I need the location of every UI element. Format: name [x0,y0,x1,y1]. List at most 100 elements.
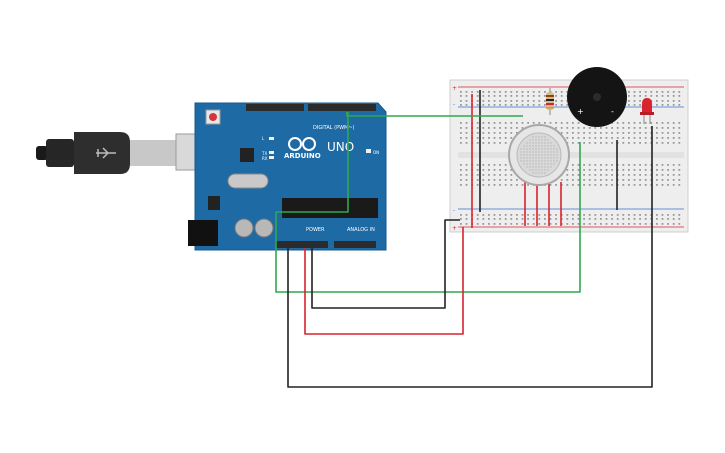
breadboard-hole [667,122,669,124]
breadboard-hole [499,223,501,225]
breadboard-hole [544,214,546,216]
breadboard-hole [600,169,602,171]
digital-header-left [246,104,304,111]
breadboard-hole [667,223,669,225]
breadboard-hole [482,179,485,181]
mesh-dot [535,145,537,147]
breadboard-hole [672,132,675,134]
mesh-dot [535,142,537,144]
breadboard-hole [633,214,636,216]
breadboard-hole [465,218,468,220]
breadboard-hole [672,127,675,129]
arduino-brand-label: ARDUINO [284,152,321,160]
breadboard-hole [633,169,636,171]
breadboard-hole [460,179,462,181]
breadboard-hole [622,214,625,216]
mesh-dot [553,160,555,162]
breadboard-hole [639,95,641,97]
usb-cable[interactable] [36,132,199,174]
breadboard-hole [628,169,630,171]
breadboard-hole [566,91,569,93]
breadboard-hole [482,169,485,171]
breadboard-hole [544,122,546,124]
breadboard-hole [656,184,658,186]
mesh-dot [529,142,531,144]
breadboard-hole [516,218,518,220]
breadboard-hole [678,174,681,176]
mesh-dot [532,163,534,165]
breadboard-hole [633,127,636,129]
breadboard-hole [566,174,569,176]
breadboard-hole [678,104,681,106]
breadboard-hole [510,132,513,134]
mesh-dot [550,163,552,165]
piezo-buzzer[interactable]: + - [567,67,627,127]
breadboard-hole [482,142,485,144]
breadboard-hole [622,184,625,186]
tx-led [269,151,274,154]
mesh-dot [550,166,552,168]
breadboard-hole [465,214,468,216]
arduino-uno-board[interactable]: ARDUINO UNO DIGITAL (PWM~) POWER ANALOG … [188,102,387,251]
breadboard-hole [572,179,574,181]
breadboard-hole [628,184,630,186]
breadboard-hole [672,122,675,124]
breadboard-hole [588,174,591,176]
mesh-dot [544,172,546,174]
breadboard-hole [622,137,625,139]
breadboard-hole [521,218,524,220]
breadboard-hole [611,132,613,134]
breadboard-hole [566,223,569,225]
breadboard-hole [549,122,552,124]
breadboard-hole [572,223,574,225]
tx-led-label: TX [261,151,267,156]
mesh-dot [547,145,549,147]
breadboard-hole [577,174,580,176]
breadboard-hole [465,104,468,106]
breadboard-hole [504,137,507,139]
breadboard-hole [594,184,597,186]
breadboard-hole [661,91,664,93]
usb-icon [96,147,116,159]
breadboard-hole [549,223,552,225]
breadboard-hole [476,142,479,144]
breadboard-hole [672,100,675,102]
breadboard-hole [488,184,490,186]
breadboard-hole [605,179,608,181]
breadboard-hole [667,132,669,134]
mesh-dot [538,157,540,159]
breadboard-hole [644,132,647,134]
breadboard-hole [605,164,608,166]
mesh-dot [532,166,534,168]
breadboard-hole [672,169,675,171]
breadboard-hole [544,218,546,220]
breadboard-hole [499,137,501,139]
mesh-dot [547,157,549,159]
breadboard-hole [493,142,496,144]
breadboard-hole [566,127,569,129]
breadboard-hole [628,137,630,139]
breadboard-hole [493,137,496,139]
breadboard-hole [583,174,585,176]
breadboard-hole [482,127,485,129]
red-led[interactable] [640,98,654,124]
breadboard-hole [555,127,557,129]
breadboard-hole [566,132,569,134]
breadboard-hole [504,127,507,129]
breadboard-hole [661,174,664,176]
breadboard-hole [633,122,636,124]
resistor[interactable] [546,88,554,115]
breadboard-hole [628,142,630,144]
breadboard-hole [622,218,625,220]
breadboard-hole [656,218,658,220]
mesh-dot [547,142,549,144]
breadboard-hole [555,95,557,97]
breadboard-hole [644,122,647,124]
breadboard-hole [488,91,490,93]
breadboard-hole [527,214,529,216]
mesh-dot [553,151,555,153]
breadboard-hole [672,104,675,106]
breadboard-hole [572,174,574,176]
mesh-dot [532,136,534,138]
gas-sensor[interactable] [508,124,570,186]
